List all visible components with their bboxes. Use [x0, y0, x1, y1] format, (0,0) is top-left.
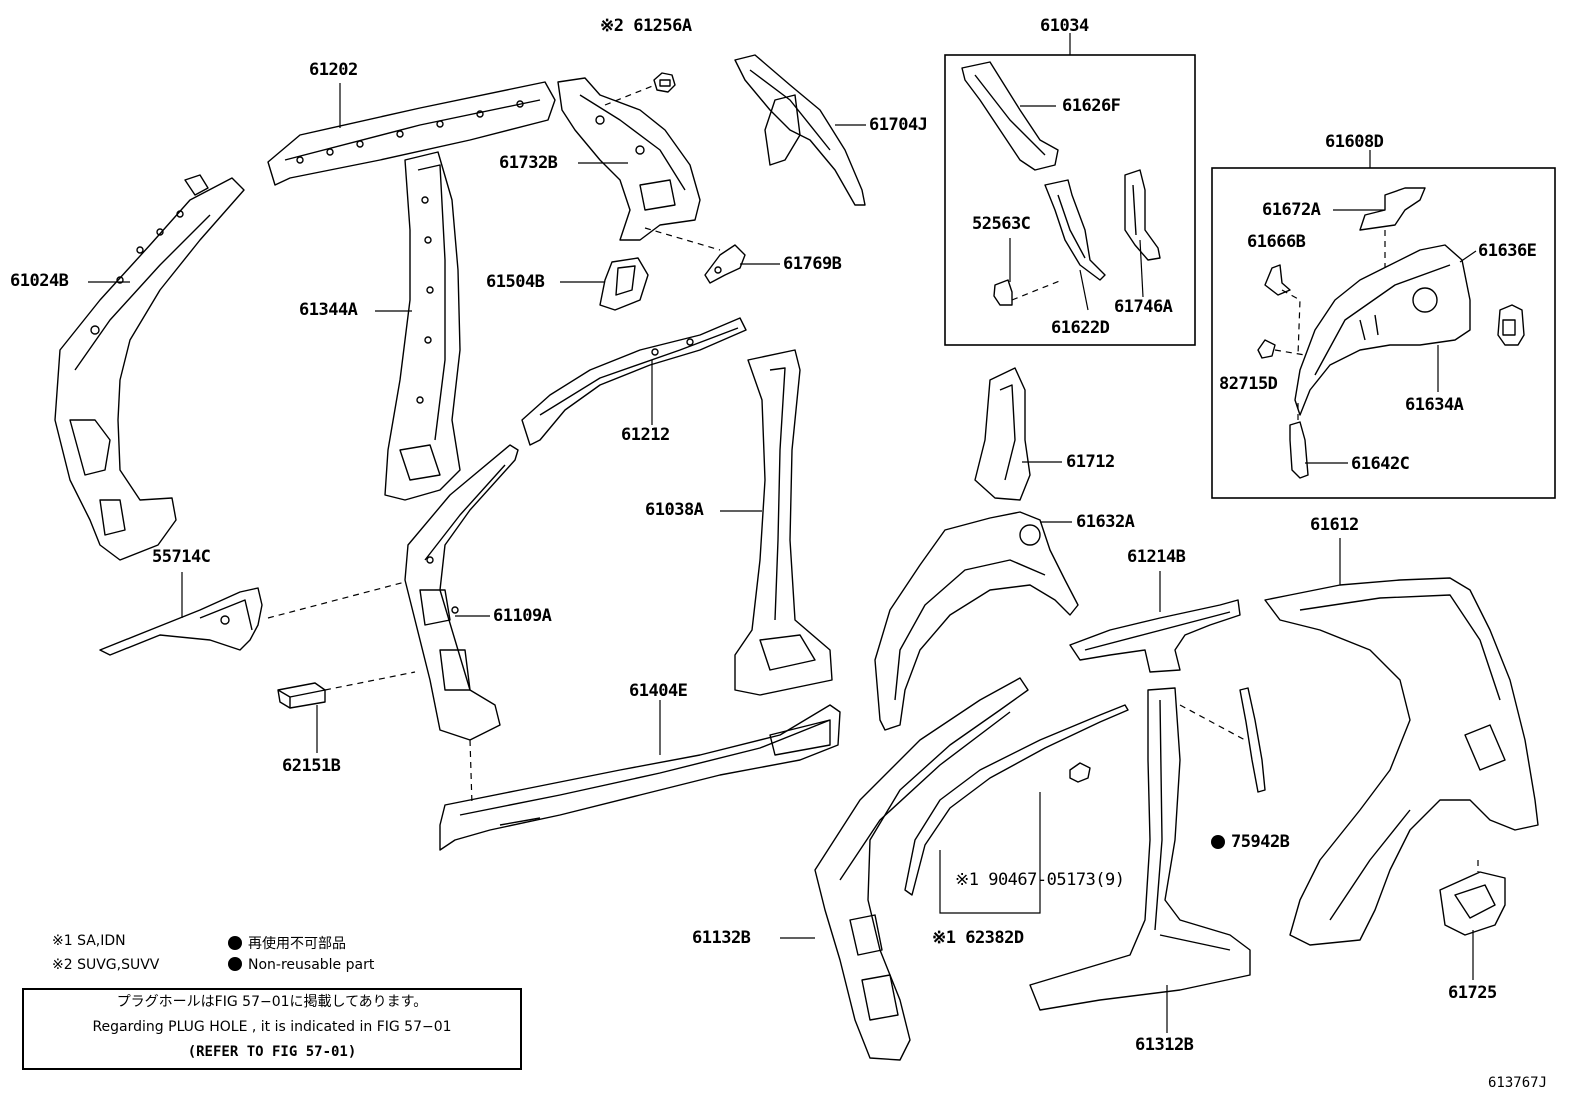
label-61642C: 61642C: [1351, 454, 1410, 474]
part-61344A-pillar-reinforcement: [384, 151, 461, 501]
legend-note-2: ※2 SUVG,SUVV: [52, 957, 160, 973]
part-61666B: [1264, 264, 1291, 296]
label-82715D: 82715D: [1219, 374, 1278, 394]
part-61769B-bracket: [704, 244, 746, 284]
label-61024B: 61024B: [10, 271, 69, 291]
part-61626F: [961, 61, 1059, 171]
part-61214B-roof-rail: [1069, 599, 1241, 673]
label-61666B: 61666B: [1247, 232, 1306, 252]
part-61109A-front-pillar-inner: [404, 444, 519, 741]
label-61612: 61612: [1310, 515, 1359, 535]
part-61634A: [1294, 244, 1471, 416]
label-61746A: 61746A: [1114, 297, 1173, 317]
part-61612-quarter-panel: [1264, 577, 1539, 946]
part-61202-roof-rail: [267, 81, 556, 186]
label-61132B: 61132B: [692, 928, 751, 948]
figure-id: 613767J: [1488, 1075, 1548, 1091]
label-75942B-text: 75942B: [1231, 832, 1290, 852]
plug-hole-reference: (REFER TO FIG 57-01): [187, 1044, 357, 1060]
label-61504B: 61504B: [486, 272, 545, 292]
part-61622D: [1044, 179, 1106, 281]
part-61712-bracket: [974, 367, 1031, 501]
part-61642C: [1289, 421, 1309, 479]
part-82715D: [1257, 339, 1276, 359]
part-55714C-cowl-side: [99, 587, 263, 656]
label-61109A: 61109A: [493, 606, 552, 626]
part-61636E: [1497, 304, 1525, 346]
label-61212: 61212: [621, 425, 670, 445]
label-62151B: 62151B: [282, 756, 341, 776]
label-62382D: ※1 62382D: [932, 928, 1024, 948]
legend-note-1: ※1 SA,IDN: [52, 933, 126, 949]
label-61725: 61725: [1448, 983, 1497, 1003]
label-61034: 61034: [1040, 16, 1089, 36]
part-61732B-quarter-inner: [557, 77, 701, 241]
part-61312B-center-pillar-outer: [1029, 687, 1251, 1011]
label-61214B: 61214B: [1127, 547, 1186, 567]
bullet-icon: [228, 957, 242, 971]
part-61746A: [1124, 169, 1161, 261]
group-box-61608D: [1211, 167, 1556, 499]
label-61404E: 61404E: [629, 681, 688, 701]
label-55714C: 55714C: [152, 547, 211, 567]
label-52563C: 52563C: [972, 214, 1031, 234]
non-reusable-bullet-icon: [1211, 835, 1225, 849]
part-61504B-bracket: [599, 257, 649, 311]
plug-hole-note-box: プラグホールはFIG 57−01に掲載してあります。 Regarding PLU…: [22, 988, 522, 1070]
label-61636E: 61636E: [1478, 241, 1537, 261]
label-90467-05173: ※1 90467-05173(9): [955, 870, 1125, 890]
label-61732B: 61732B: [499, 153, 558, 173]
part-61704J-roof-side-inner: [734, 54, 866, 206]
legend-nonreusable-en: Non-reusable part: [228, 957, 374, 973]
group-box-61034: [944, 54, 1196, 346]
label-61344A: 61344A: [299, 300, 358, 320]
label-61312B: 61312B: [1135, 1035, 1194, 1055]
part-52563C: [993, 279, 1013, 306]
label-61704J: 61704J: [869, 115, 928, 135]
part-62382D-weatherstrip: [904, 704, 1129, 896]
label-61202: 61202: [309, 60, 358, 80]
legend-nonreusable-jp-text: 再使用不可部品: [248, 936, 346, 952]
label-61626F: 61626F: [1062, 96, 1121, 116]
part-61632A-wheel-house-inner: [874, 511, 1079, 731]
label-61672A: 61672A: [1262, 200, 1321, 220]
part-61256A-clip: [653, 72, 676, 93]
part-61725-fuel-lid: [1439, 871, 1506, 936]
label-61608D: 61608D: [1325, 132, 1384, 152]
label-61038A: 61038A: [645, 500, 704, 520]
label-61622D: 61622D: [1051, 318, 1110, 338]
legend-nonreusable-en-text: Non-reusable part: [248, 957, 375, 973]
label-75942B: 75942B: [1211, 832, 1290, 852]
part-61038A-center-pillar: [734, 349, 833, 696]
plug-hole-line-jp: プラグホールはFIG 57−01に掲載してあります。: [116, 994, 428, 1010]
part-61404E-rocker-panel: [439, 704, 841, 851]
part-61212-roof-rail-inner: [521, 317, 747, 446]
label-61634A: 61634A: [1405, 395, 1464, 415]
part-62151B-pad: [277, 682, 326, 709]
label-61712: 61712: [1066, 452, 1115, 472]
bullet-icon: [228, 936, 242, 950]
part-61024B-front-pillar: [54, 174, 245, 561]
label-61769B: 61769B: [783, 254, 842, 274]
part-75942B-molding: [1239, 687, 1266, 793]
plug-hole-line-en: Regarding PLUG HOLE , it is indicated in…: [92, 1019, 452, 1035]
part-90467-clip: [1069, 762, 1091, 783]
part-61132B-side-outer-front: [814, 677, 1029, 1061]
part-61672A: [1359, 187, 1426, 231]
label-61256A: ※2 61256A: [600, 16, 692, 36]
label-61632A: 61632A: [1076, 512, 1135, 532]
legend-nonreusable-jp: 再使用不可部品: [228, 933, 346, 953]
